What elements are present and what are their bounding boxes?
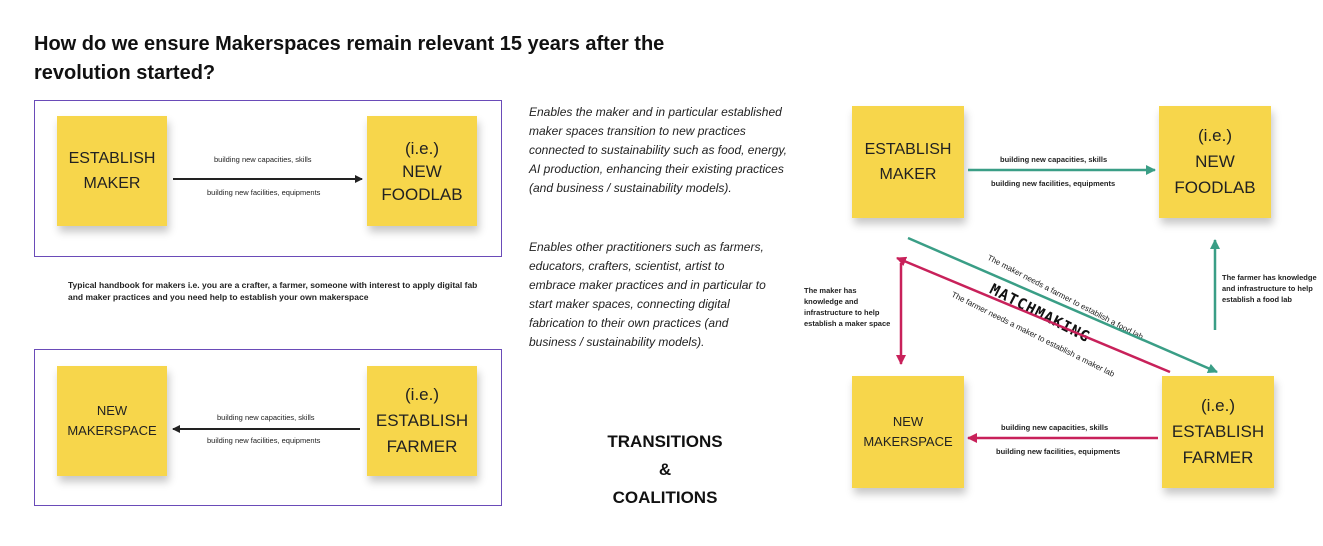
right-top-label-below: building new facilities, equipments bbox=[991, 179, 1116, 188]
description-2: Enables other practitioners such as farm… bbox=[529, 240, 766, 349]
arrow-diagonal-red bbox=[896, 256, 1171, 374]
heading-line-ampersand: & bbox=[658, 460, 672, 479]
left-bottom-frame bbox=[34, 349, 502, 506]
arrow-diagonal-green bbox=[907, 236, 1218, 374]
description-1: Enables the maker and in particular esta… bbox=[529, 105, 787, 195]
left-top-frame bbox=[34, 100, 502, 257]
maker-knowledge-note: The maker has knowledge and infrastructu… bbox=[804, 286, 891, 328]
page-title: How do we ensure Makerspaces remain rele… bbox=[34, 33, 665, 84]
sticky-establish-maker-right[interactable]: ESTABLISH MAKER bbox=[852, 106, 964, 218]
right-bottom-label-below: building new facilities, equipments bbox=[996, 447, 1121, 456]
farmer-knowledge-note: The farmer has knowledge and infrastruct… bbox=[1222, 273, 1317, 304]
right-top-label-above: building new capacities, skills bbox=[1000, 155, 1108, 164]
transitions-coalitions-heading: TRANSITIONS & COALITIONS bbox=[580, 428, 750, 512]
sticky-establish-farmer-right[interactable]: (i.e.) ESTABLISH FARMER bbox=[1162, 376, 1274, 488]
sticky-new-foodlab-right[interactable]: (i.e.) NEW FOODLAB bbox=[1159, 106, 1271, 218]
heading-line-transitions: TRANSITIONS bbox=[607, 432, 723, 451]
right-bottom-label-above: building new capacities, skills bbox=[1001, 423, 1109, 432]
sticky-new-makerspace-left[interactable]: NEW MAKERSPACE bbox=[57, 366, 167, 476]
heading-line-coalitions: COALITIONS bbox=[612, 488, 718, 507]
sticky-new-foodlab-left[interactable]: (i.e.) NEW FOODLAB bbox=[367, 116, 477, 226]
sticky-establish-farmer-left[interactable]: (i.e.) ESTABLISH FARMER bbox=[367, 366, 477, 476]
left-bottom-label-below: building new facilities, equipments bbox=[207, 436, 321, 445]
left-top-label-below: building new facilities, equipments bbox=[207, 188, 321, 197]
left-top-label-above: building new capacities, skills bbox=[214, 155, 312, 164]
handbook-note: Typical handbook for makers i.e. you are… bbox=[68, 280, 478, 302]
sticky-establish-maker-left[interactable]: ESTABLISH MAKER bbox=[57, 116, 167, 226]
left-bottom-label-above: building new capacities, skills bbox=[217, 413, 315, 422]
sticky-new-makerspace-right[interactable]: NEW MAKERSPACE bbox=[852, 376, 964, 488]
